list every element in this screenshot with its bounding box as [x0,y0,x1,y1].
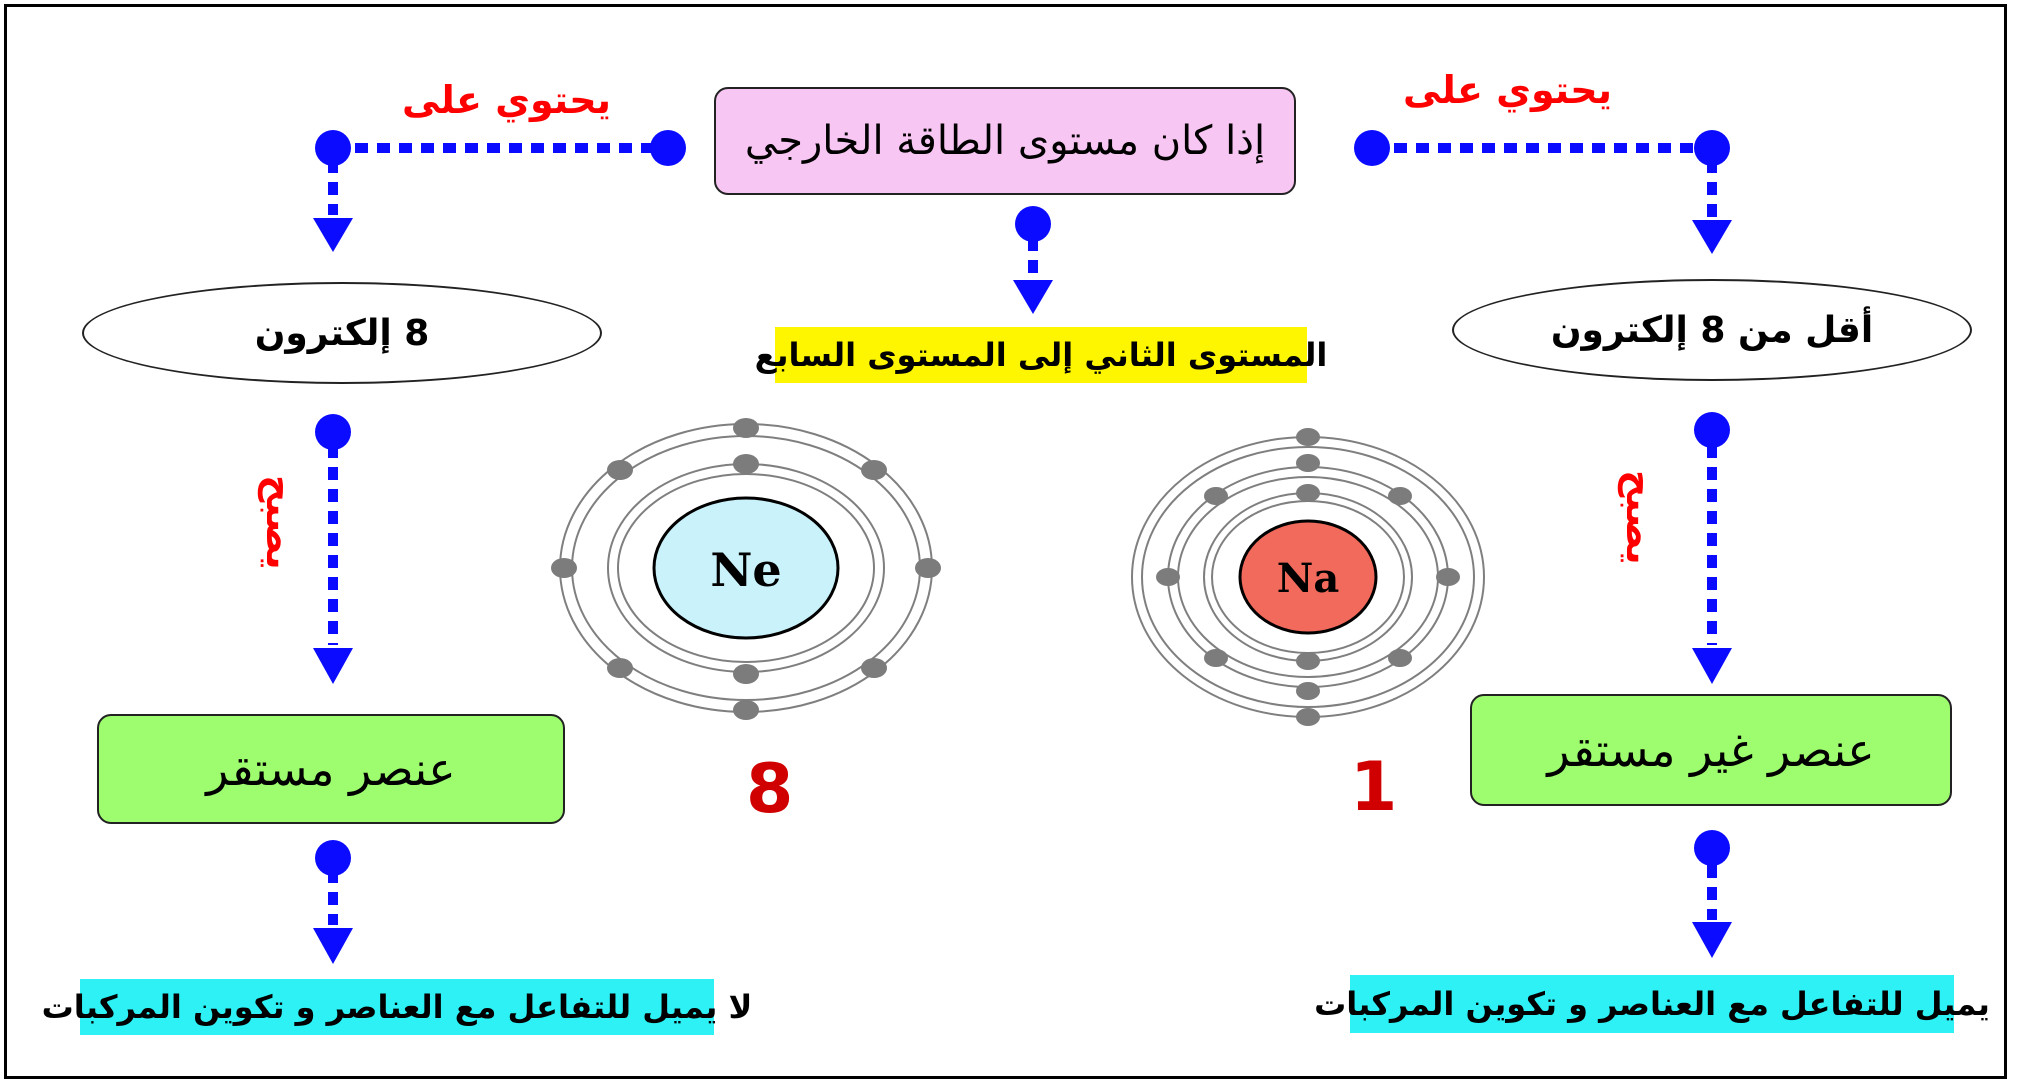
connector-dot [650,130,686,166]
arrowhead [1692,922,1732,958]
right-contains-label: يحتوي على [1403,68,1612,112]
sodium-symbol: Na [1276,555,1340,602]
connector-dot [315,840,351,876]
neon-outer-electron-count: 8 [746,750,794,829]
outer-level-question-box: إذا كان مستوى الطاقة الخارجي [714,87,1296,195]
stable-behavior-label: لا يميل للتفاعل مع العناصر و تكوين المرك… [42,979,752,1035]
unstable-behavior-label: يميل للتفاعل مع العناصر و تكوين المركبات [1314,975,1990,1033]
arrowhead [313,218,353,252]
connector-dot [1694,130,1730,166]
less-than-eight-ellipse: أقل من 8 إلكترون [1452,279,1972,381]
connector-dot [1694,412,1730,448]
left-contains-label: يحتوي على [402,78,611,122]
unstable-element-box: عنصر غير مستقر [1470,694,1952,806]
arrowhead [1013,280,1053,314]
connector-dot [1694,830,1730,866]
connector-dot [315,414,351,450]
stable-element-box: عنصر مستقر [97,714,565,824]
connector-dot [1354,130,1390,166]
arrowhead [313,648,353,684]
right-becomes-label: يصبح [1618,470,1662,565]
connector-dot [1015,206,1051,242]
eight-electrons-ellipse: 8 إلكترون [82,282,602,384]
arrowhead [1692,648,1732,684]
neon-symbol: Ne [710,543,782,597]
arrowhead [313,928,353,964]
arrowhead [1692,220,1732,254]
connector-dot [315,130,351,166]
sodium-outer-electron-count: 1 [1350,748,1398,827]
left-becomes-label: يصبح [258,475,302,570]
levels-range-label: المستوى الثاني إلى المستوى السابع [755,327,1327,383]
diagram-frame [4,4,2007,1079]
